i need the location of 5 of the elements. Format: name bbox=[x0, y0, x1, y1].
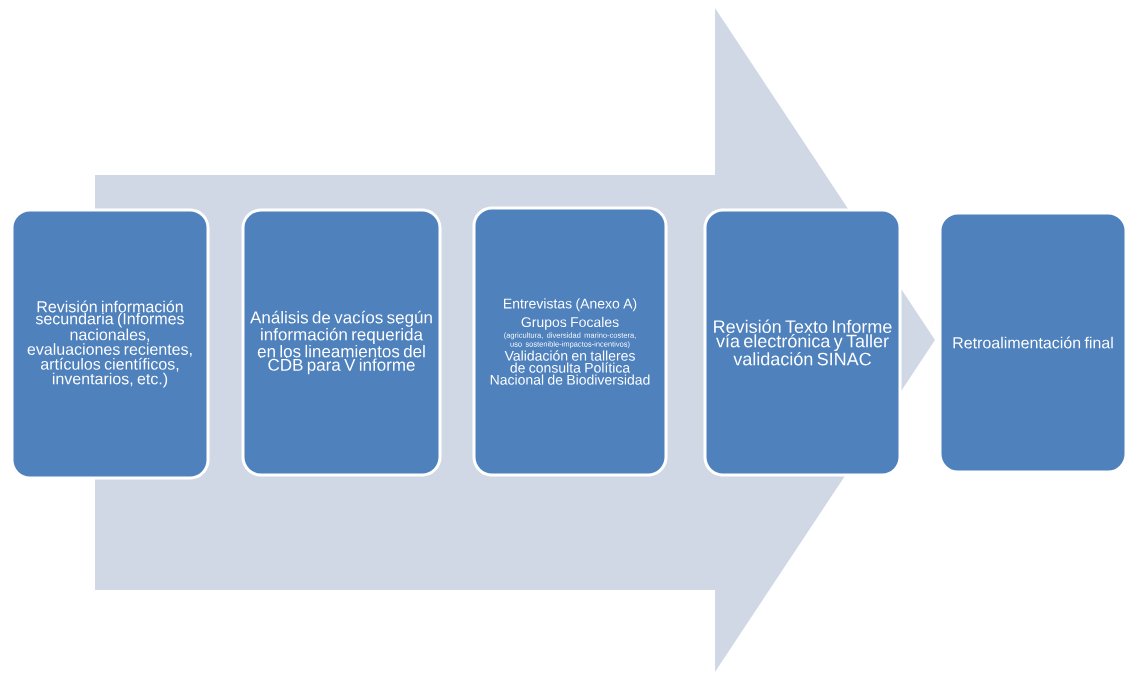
block-arrow bbox=[95, 8, 935, 672]
process-box: Retroalimentación final bbox=[938, 211, 1126, 474]
process-box: Revisión Texto Informe vía electrónica y Taller validación SINAC bbox=[703, 208, 902, 477]
process-box: Análisis de vacíos según información requerida en los lineamientos del CDB para V informe bbox=[241, 208, 442, 477]
process-box: Revisión información secundaria (Informes nacionales, evaluaciones recientes, artículos científicos, inventarios, etc.) bbox=[10, 208, 210, 480]
